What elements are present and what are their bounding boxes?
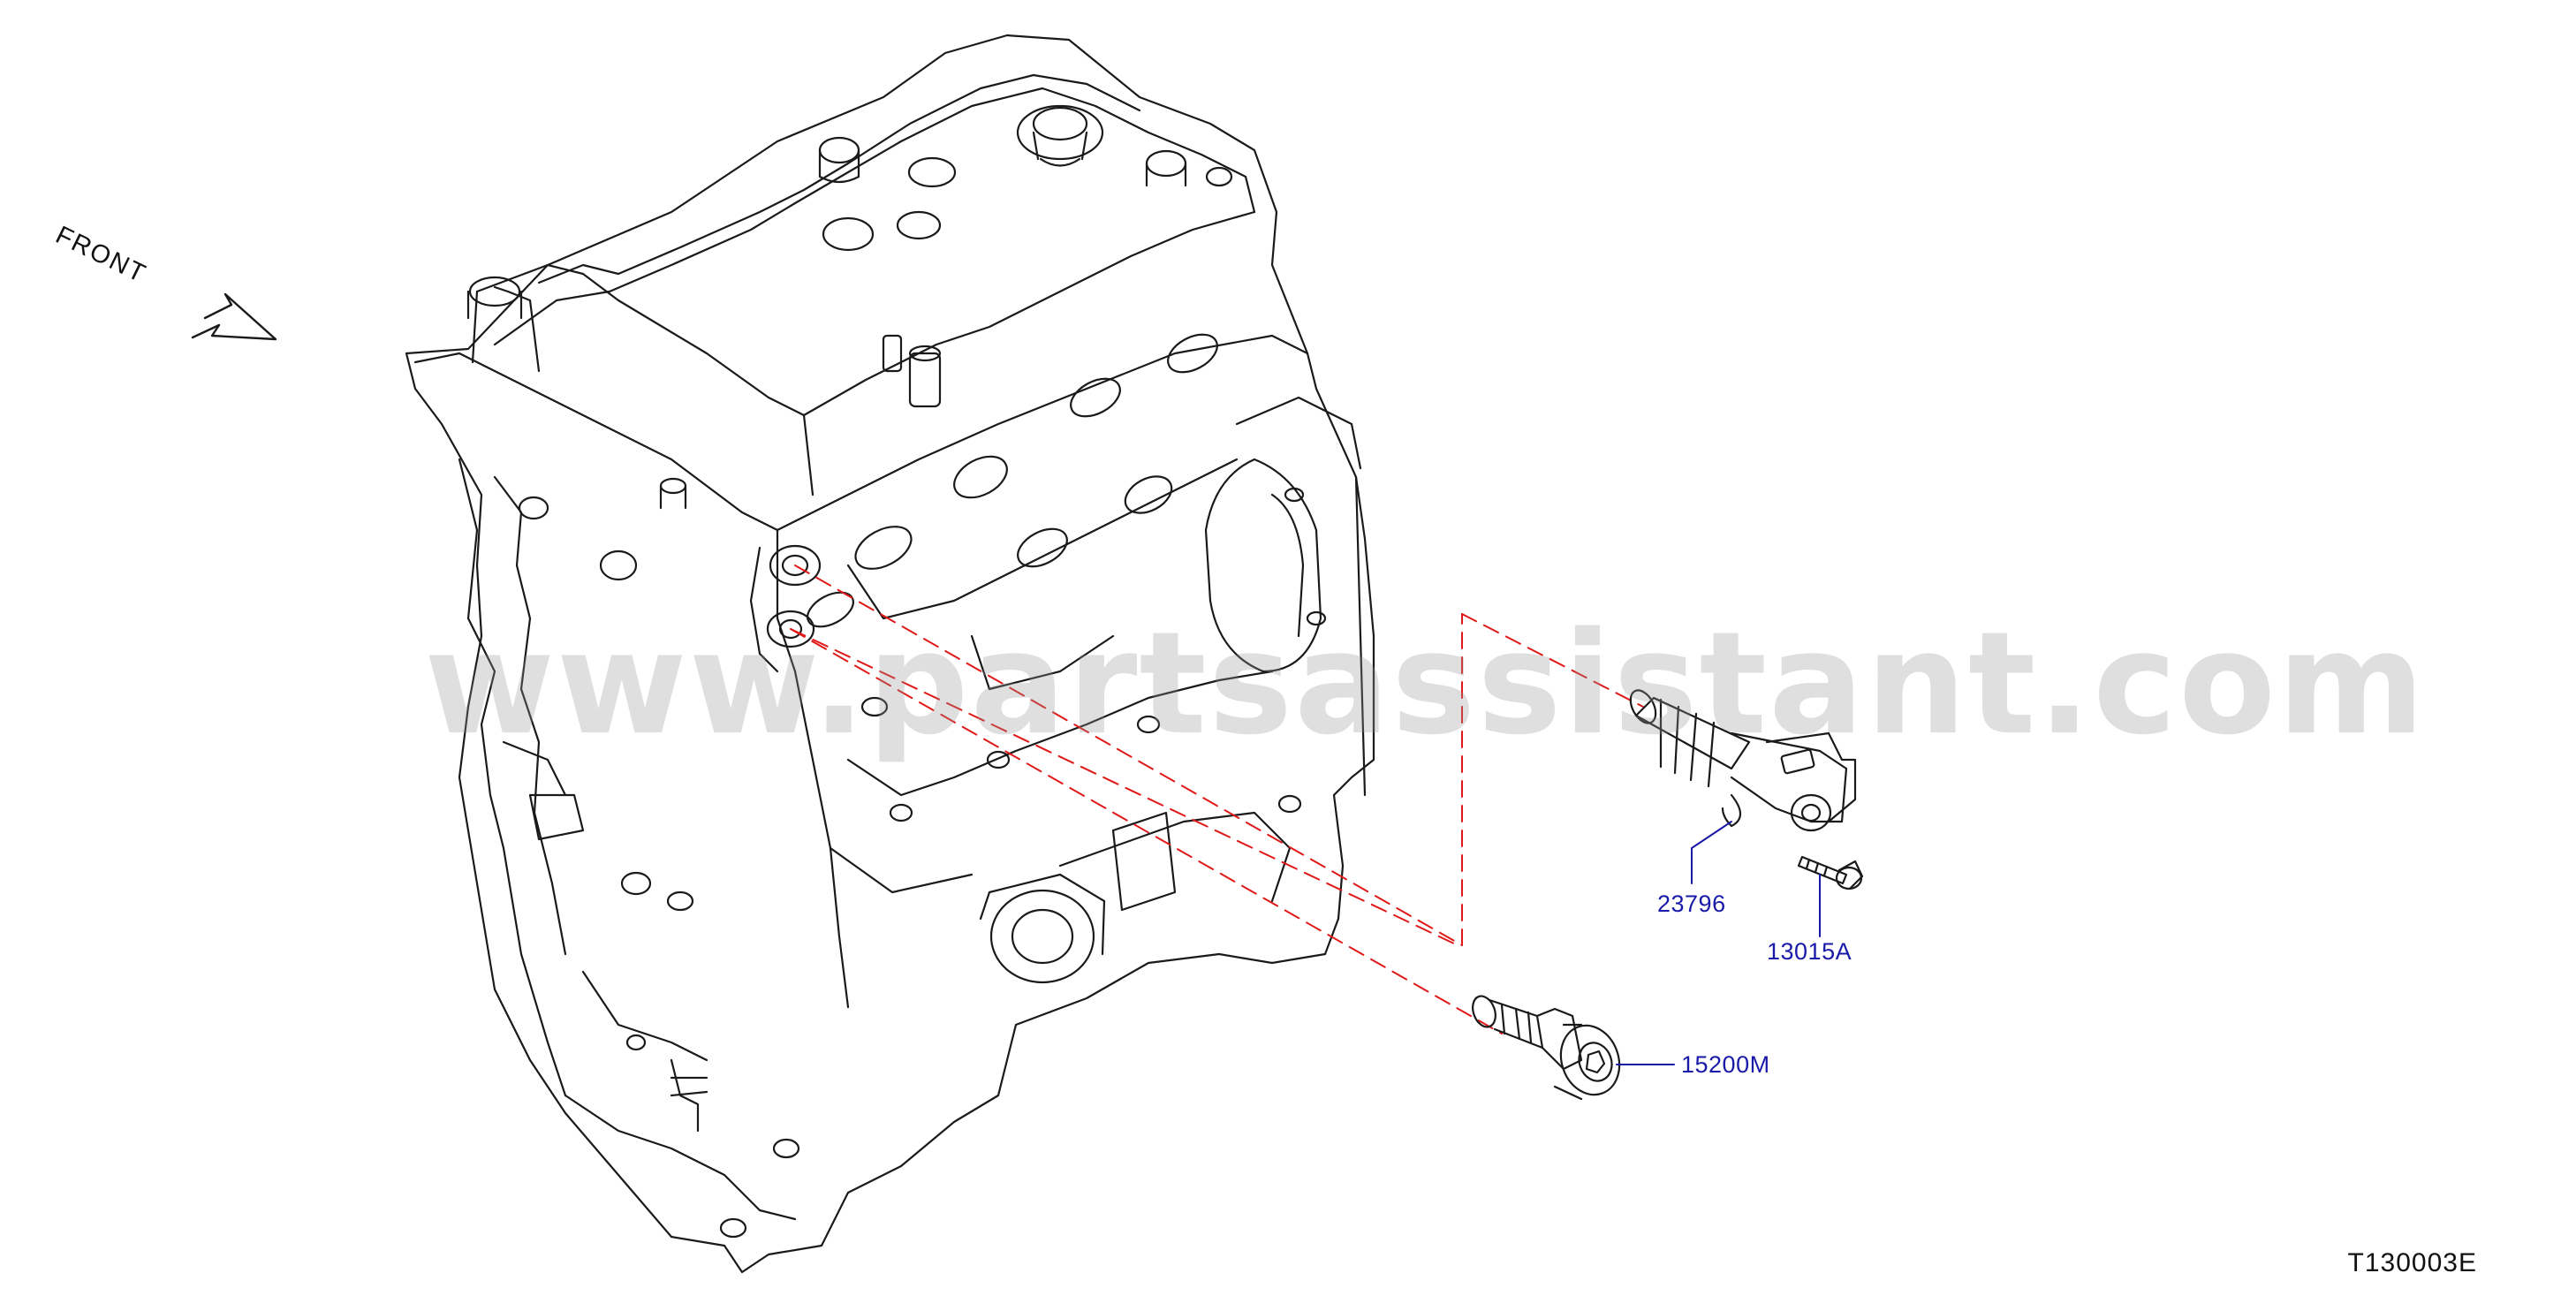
alignment-lines <box>790 565 1644 1034</box>
callout-label-13015a[interactable]: 13015A <box>1767 938 1852 965</box>
vtc-solenoid-part <box>1629 689 1857 832</box>
watermark: www.partsassistant.com <box>424 601 2427 766</box>
callout-label-15200m[interactable]: 15200M <box>1681 1051 1770 1078</box>
oil-strainer-part <box>1472 995 1621 1101</box>
drawing-code: T130003E <box>2347 1248 2477 1277</box>
engine-block <box>405 34 1375 1274</box>
callout-label-23796[interactable]: 23796 <box>1657 890 1726 917</box>
bolt-part <box>1797 855 1864 890</box>
leader-lines <box>1616 821 1821 1065</box>
front-arrow-icon <box>191 292 277 341</box>
